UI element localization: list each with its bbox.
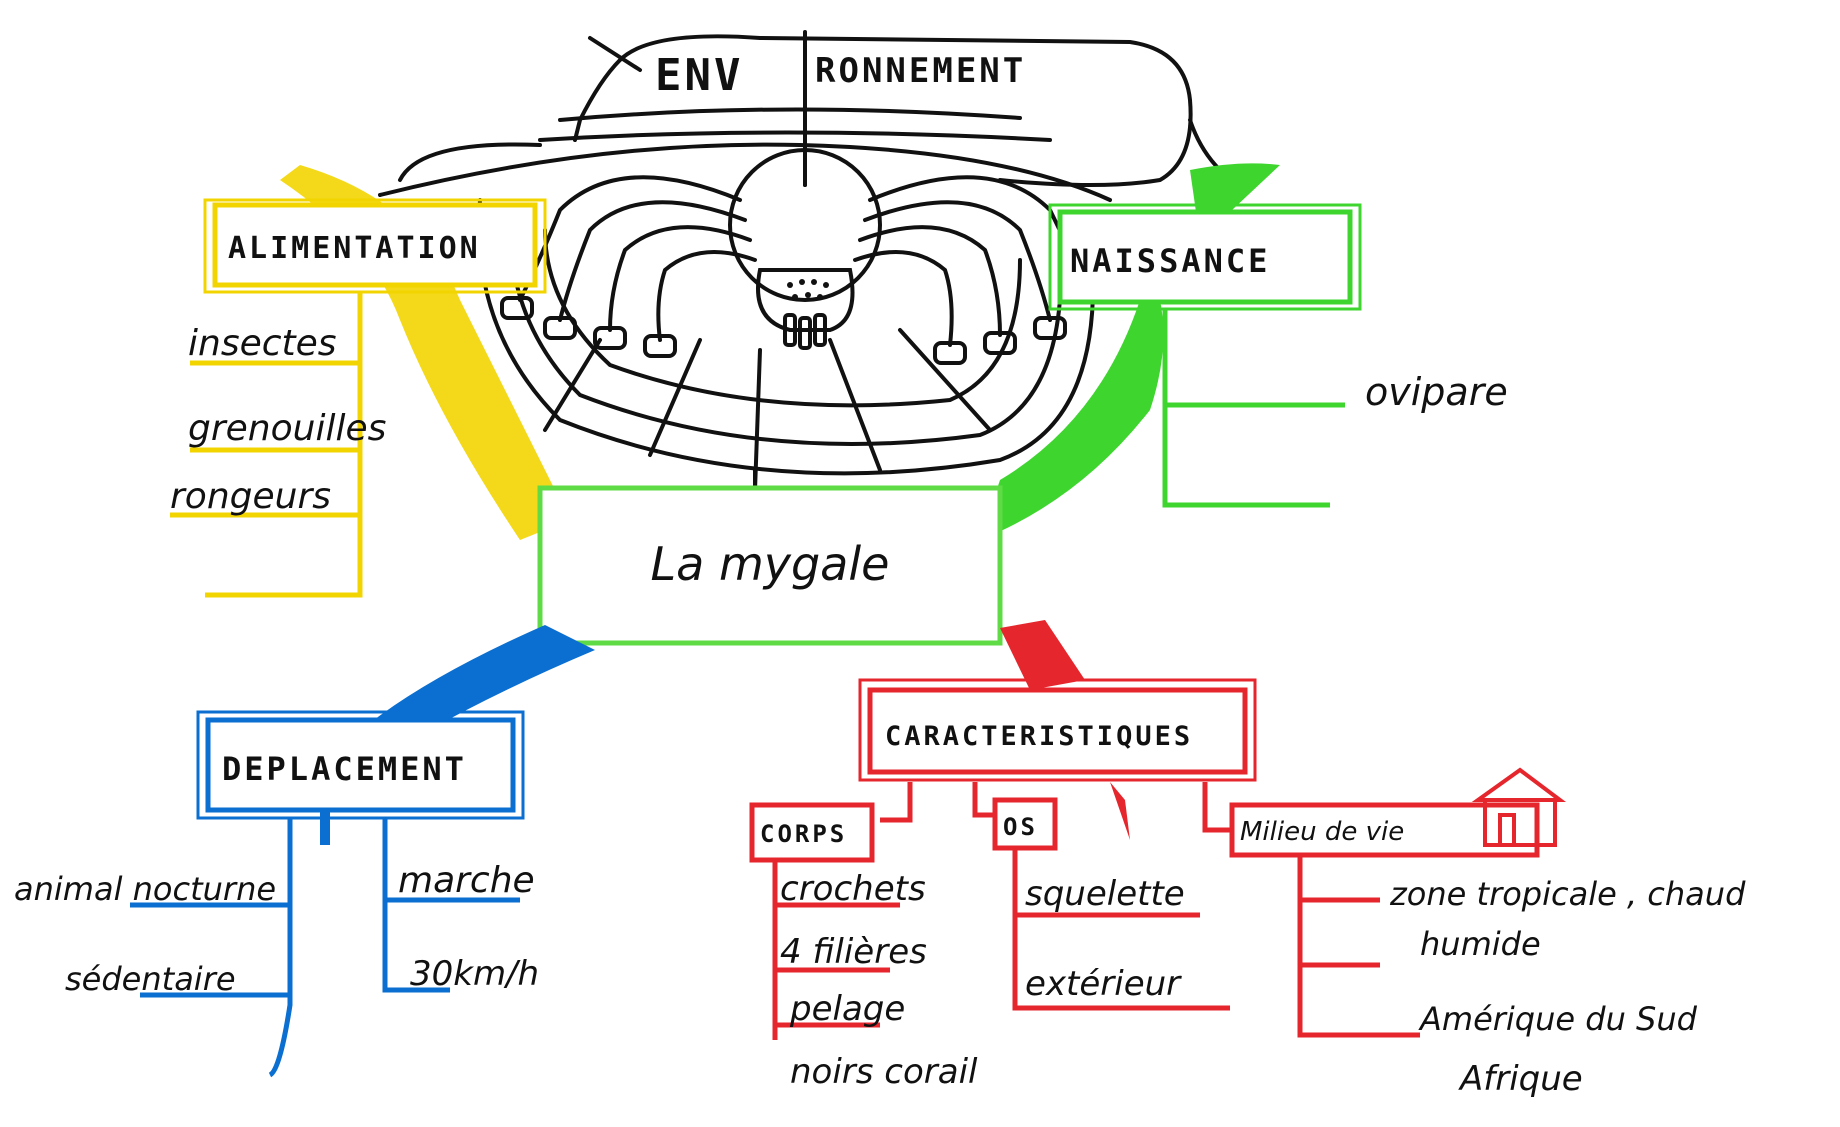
spider-foot-l3 xyxy=(593,326,627,350)
deplacement-stem-right xyxy=(382,818,450,993)
deplacement-branch xyxy=(130,625,595,1078)
corps-item-2: 4 filières xyxy=(780,932,927,972)
spider-leg-r4 xyxy=(853,250,954,347)
alimentation-item-3: rongeurs xyxy=(170,476,331,517)
deplacement-box xyxy=(205,717,516,813)
web-spoke-5 xyxy=(898,328,992,432)
deplacement-left-item-1: animal nocturne xyxy=(14,870,276,908)
os-stem xyxy=(1012,848,1230,1011)
corps-box xyxy=(749,802,875,863)
milieu-item-3: Amérique du Sud xyxy=(1418,1000,1698,1038)
spider-leg-r1 xyxy=(868,175,1087,292)
alimentation-label: ALIMENTATION xyxy=(228,231,481,266)
naissance-branch xyxy=(980,163,1362,540)
web-outer xyxy=(477,198,1096,476)
environnement-label-right: RONNEMENT xyxy=(815,51,1026,91)
naissance-box-outer xyxy=(1048,203,1362,311)
deplacement-label: DEPLACEMENT xyxy=(222,750,467,788)
alimentation-item-2: grenouilles xyxy=(188,408,386,449)
web-spoke-3 xyxy=(753,348,762,492)
os-connector xyxy=(972,782,995,818)
spider-foot-r2 xyxy=(1033,316,1067,340)
naissance-label: NAISSANCE xyxy=(1070,242,1270,280)
spider-fang-1 xyxy=(783,313,797,347)
spider-leg-l4 xyxy=(656,250,757,342)
banner-band-2 xyxy=(538,130,1052,142)
banner-tail xyxy=(588,36,642,72)
environnement-label-left: ENV xyxy=(655,50,743,101)
caracteristiques-connector xyxy=(1000,620,1085,690)
milieu-item-2: humide xyxy=(1420,925,1541,963)
web-spoke-1 xyxy=(543,338,602,432)
banner-foot xyxy=(1188,118,1222,172)
milieu-item-4: Afrique xyxy=(1458,1059,1583,1099)
milieu-label: Milieu de vie xyxy=(1240,817,1404,847)
spider-fang-3 xyxy=(813,313,827,347)
web-spoke-2 xyxy=(648,338,702,457)
naissance-item-1: ovipare xyxy=(1365,370,1508,414)
web-middle xyxy=(507,208,1063,446)
milieu-stem xyxy=(1297,855,1420,1038)
spider-leg-l3 xyxy=(608,225,752,332)
caracteristiques-label: CARACTERISTIQUES xyxy=(885,721,1193,752)
spider-foot-l2 xyxy=(543,316,577,340)
alimentation-item-1: insectes xyxy=(188,323,337,364)
spider-eyes xyxy=(787,279,829,300)
environnement-banner-left xyxy=(573,58,622,142)
spider-foot-r3 xyxy=(983,331,1017,355)
os-item-1: squelette xyxy=(1025,874,1185,914)
spider-foot-l1 xyxy=(500,296,534,320)
corps-item-3: pelage xyxy=(789,989,905,1029)
naissance-box xyxy=(1057,209,1353,305)
spider-leg-r2 xyxy=(863,200,1052,322)
alimentation-connector xyxy=(280,165,570,540)
web-inner xyxy=(543,228,1022,408)
central-box xyxy=(537,485,1003,646)
milieu-connector xyxy=(1202,782,1230,833)
os-box xyxy=(992,797,1058,851)
central-title: La mygale xyxy=(651,537,890,591)
alimentation-stem xyxy=(205,292,363,598)
deplacement-box-outer xyxy=(196,710,525,820)
banner-band-1 xyxy=(558,107,1022,122)
os-item-2: extérieur xyxy=(1025,964,1182,1004)
spider-leg-r3 xyxy=(858,225,1002,337)
caracteristiques-branch xyxy=(749,620,1540,1040)
corps-item-1: crochets xyxy=(780,869,926,909)
spider-foot-l4 xyxy=(643,334,677,358)
web-thread-a xyxy=(398,142,542,182)
caracteristiques-box xyxy=(867,687,1248,775)
spider-fang-2 xyxy=(798,316,812,350)
milieu-box xyxy=(1229,802,1540,858)
caracteristiques-box-outer xyxy=(858,678,1257,782)
corps-label: CORPS xyxy=(760,820,847,848)
deplacement-right-item-1: marche xyxy=(398,860,535,901)
caracteristiques-mid-tab xyxy=(1110,782,1130,840)
environnement-branch xyxy=(378,30,1222,492)
alimentation-branch xyxy=(170,165,570,598)
alimentation-box-outer xyxy=(203,198,547,294)
os-label: OS xyxy=(1003,813,1038,841)
naissance-stem xyxy=(1162,309,1330,508)
corps-connector xyxy=(880,782,913,823)
web-spoke-4 xyxy=(828,338,882,472)
deplacement-right-item-2: 30km/h xyxy=(410,954,539,994)
deplacement-left-item-2: sédentaire xyxy=(65,960,236,998)
corps-item-4: noirs corail xyxy=(790,1052,978,1092)
alimentation-box xyxy=(212,202,538,288)
environnement-banner xyxy=(618,34,1193,187)
deplacement-connector xyxy=(355,625,595,735)
house-icon xyxy=(1471,767,1566,847)
deplacement-stem-left xyxy=(268,818,293,1078)
web-rim xyxy=(378,142,1112,202)
naissance-connector xyxy=(980,300,1164,540)
spider-foot-r4 xyxy=(933,341,967,365)
spider-leg-l2 xyxy=(558,200,747,322)
milieu-item-1: zone tropicale , chaud xyxy=(1389,875,1746,913)
